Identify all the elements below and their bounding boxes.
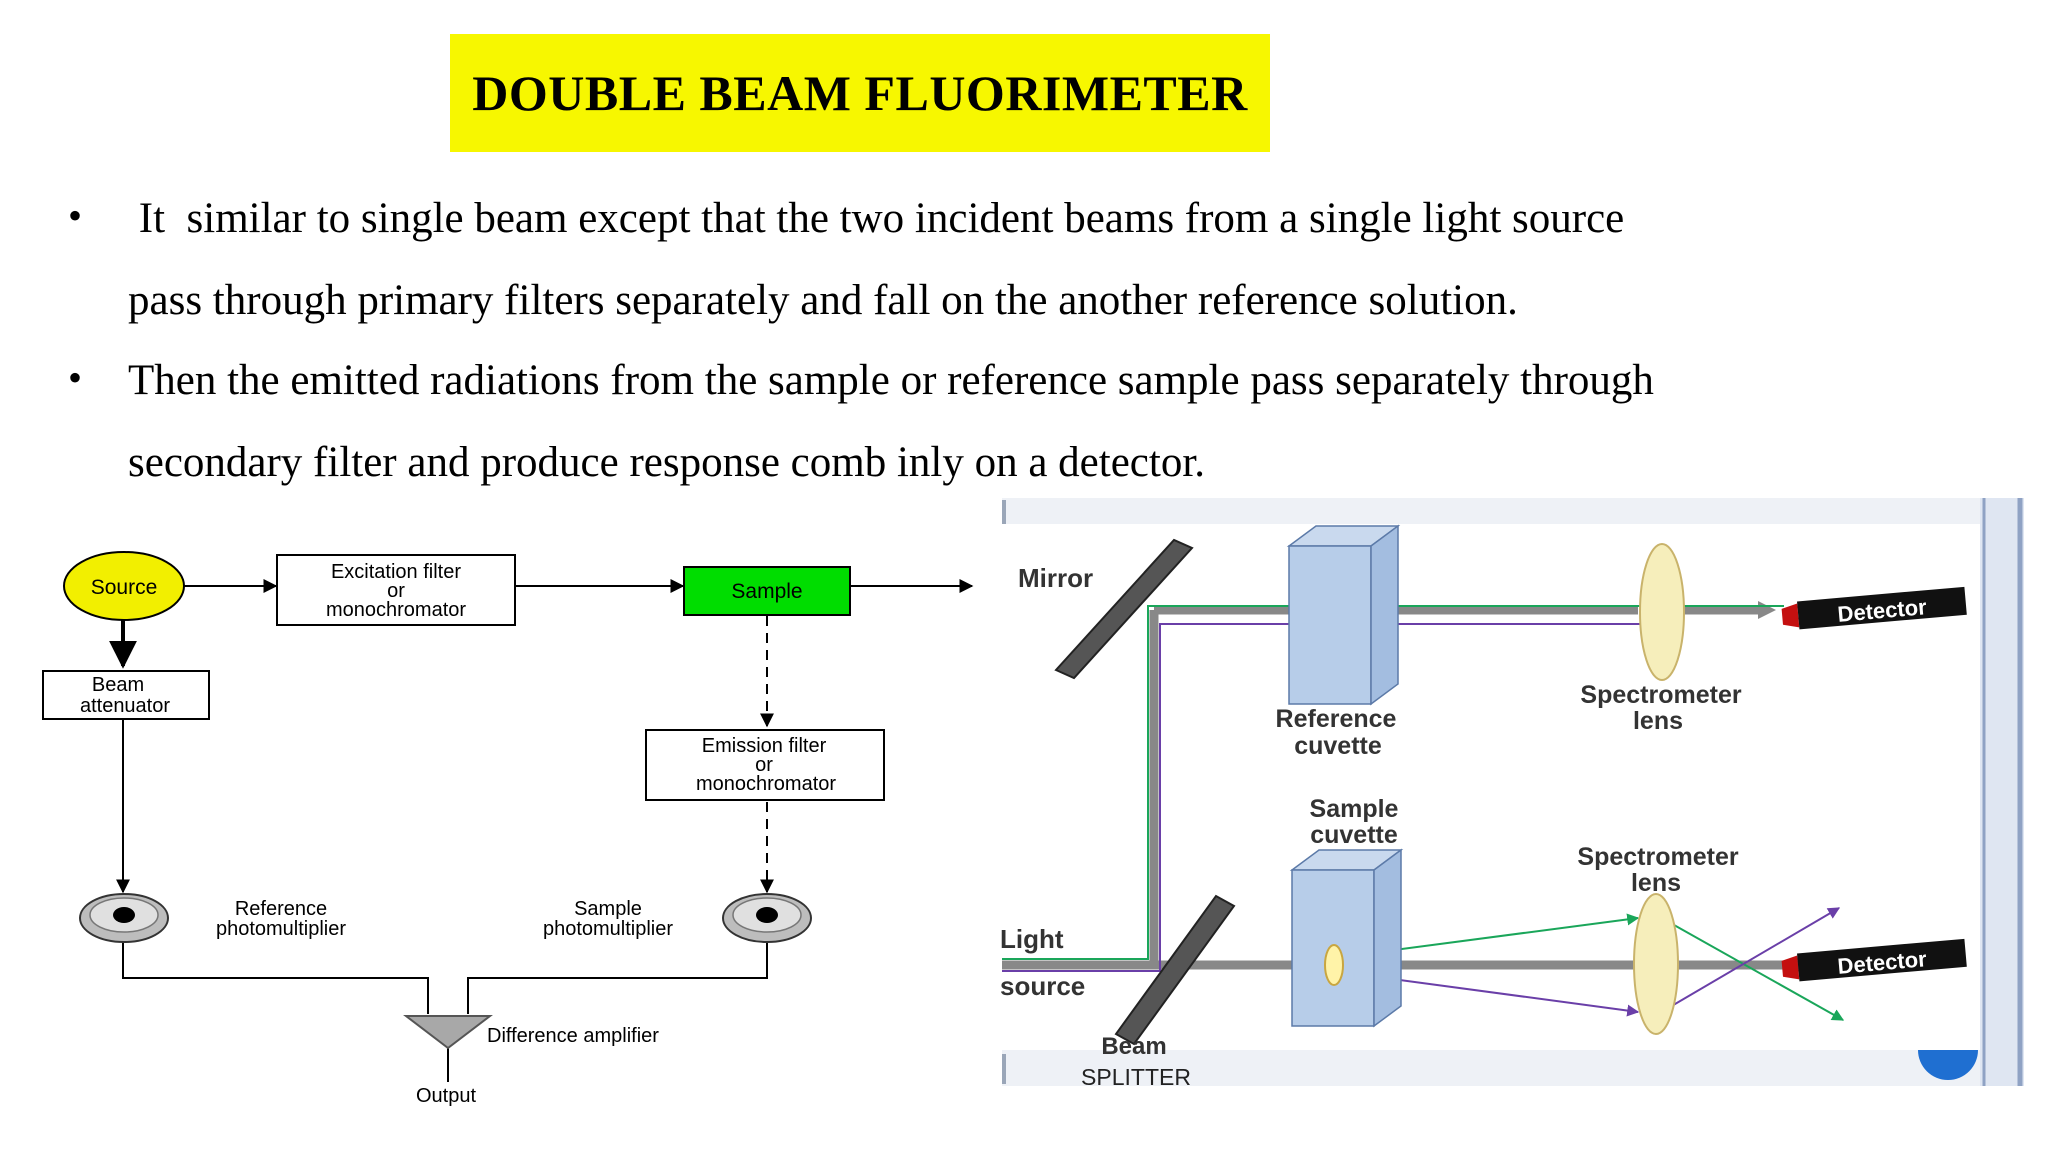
difference-amplifier-icon xyxy=(403,1015,493,1050)
block-diagram: Source Excitation filter or monochromato… xyxy=(42,551,974,1107)
emission-label-2: or xyxy=(755,754,773,776)
source-node xyxy=(63,551,185,621)
sample-label: Sample xyxy=(731,580,802,603)
spectrometer-lens-top-label-1: Spectrometer xyxy=(1580,681,1741,709)
mirror-icon xyxy=(1054,538,1194,680)
sample-cuvette-label-1: Sample xyxy=(1310,795,1399,823)
sample-photomultiplier-icon xyxy=(722,893,812,943)
spectrometer-lens-bottom-label-2: lens xyxy=(1631,869,1681,897)
bullet-dot: • xyxy=(68,355,83,400)
detector-bottom-icon xyxy=(1781,938,1967,982)
beam-splitter-label-1: Beam xyxy=(1101,1033,1166,1060)
reference-pm-label-2: photomultiplier xyxy=(216,918,346,940)
excitation-label-3: monochromator xyxy=(326,599,466,621)
excitation-label-1: Excitation filter xyxy=(331,561,461,583)
reference-cuvette-icon xyxy=(1286,524,1401,706)
spectrometer-lens-top-icon xyxy=(1639,543,1685,681)
sample-cuvette-label-2: cuvette xyxy=(1310,821,1398,849)
bullet-1-line-2: pass through primary filters separately … xyxy=(128,277,1518,324)
source-label: Source xyxy=(91,576,158,599)
bullet-2-line-2: secondary filter and produce response co… xyxy=(128,439,1206,486)
reference-photomultiplier-icon xyxy=(79,893,169,943)
detector-top-icon xyxy=(1781,586,1967,630)
emission-box xyxy=(645,729,885,801)
output-label: Output xyxy=(416,1085,476,1107)
spectrometer-lens-top-label-2: lens xyxy=(1633,707,1683,735)
beam-attenuator-label-2: attenuator xyxy=(80,695,170,717)
excitation-box xyxy=(276,554,516,626)
slide-title-box: DOUBLE BEAM FLUORIMETER xyxy=(450,34,1270,152)
emission-label-3: monochromator xyxy=(696,773,836,795)
light-source-label-1: Light xyxy=(1000,924,1064,954)
bullet-dot: • xyxy=(68,193,83,238)
sample-cuvette-icon xyxy=(1289,848,1404,1028)
spectrometer-lens-bottom-label-1: Spectrometer xyxy=(1577,843,1738,871)
sample-pm-label-1: Sample xyxy=(574,898,642,920)
bullet-1-line-1: It similar to single beam except that th… xyxy=(128,195,1625,242)
sample-pm-label-2: photomultiplier xyxy=(543,918,673,940)
emission-label-1: Emission filter xyxy=(702,735,827,757)
beam-attenuator-box xyxy=(42,670,210,720)
beam-splitter-label-2: SPLITTER xyxy=(1081,1064,1191,1090)
bullet-2-line-1: Then the emitted radiations from the sam… xyxy=(128,357,1654,404)
light-source-label-2: source xyxy=(1000,971,1085,1001)
difference-amplifier-label: Difference amplifier xyxy=(487,1025,659,1047)
beam-attenuator-label-1: Beam xyxy=(92,674,144,696)
excitation-label-2: or xyxy=(387,580,405,602)
mirror-label: Mirror xyxy=(1018,563,1093,593)
corner-decoration-icon xyxy=(1918,1050,1978,1080)
sample-box xyxy=(683,566,851,616)
beam-splitter-icon xyxy=(1114,894,1236,1046)
reference-pm-label-1: Reference xyxy=(235,898,327,920)
optical-diagram: Detector Detector Mirror Reference cuvet… xyxy=(1000,498,2024,1090)
reference-cuvette-label-2: cuvette xyxy=(1294,732,1382,760)
slide-title: DOUBLE BEAM FLUORIMETER xyxy=(472,65,1248,121)
reference-cuvette-label-1: Reference xyxy=(1276,705,1397,733)
spectrometer-lens-bottom-icon xyxy=(1633,893,1679,1035)
